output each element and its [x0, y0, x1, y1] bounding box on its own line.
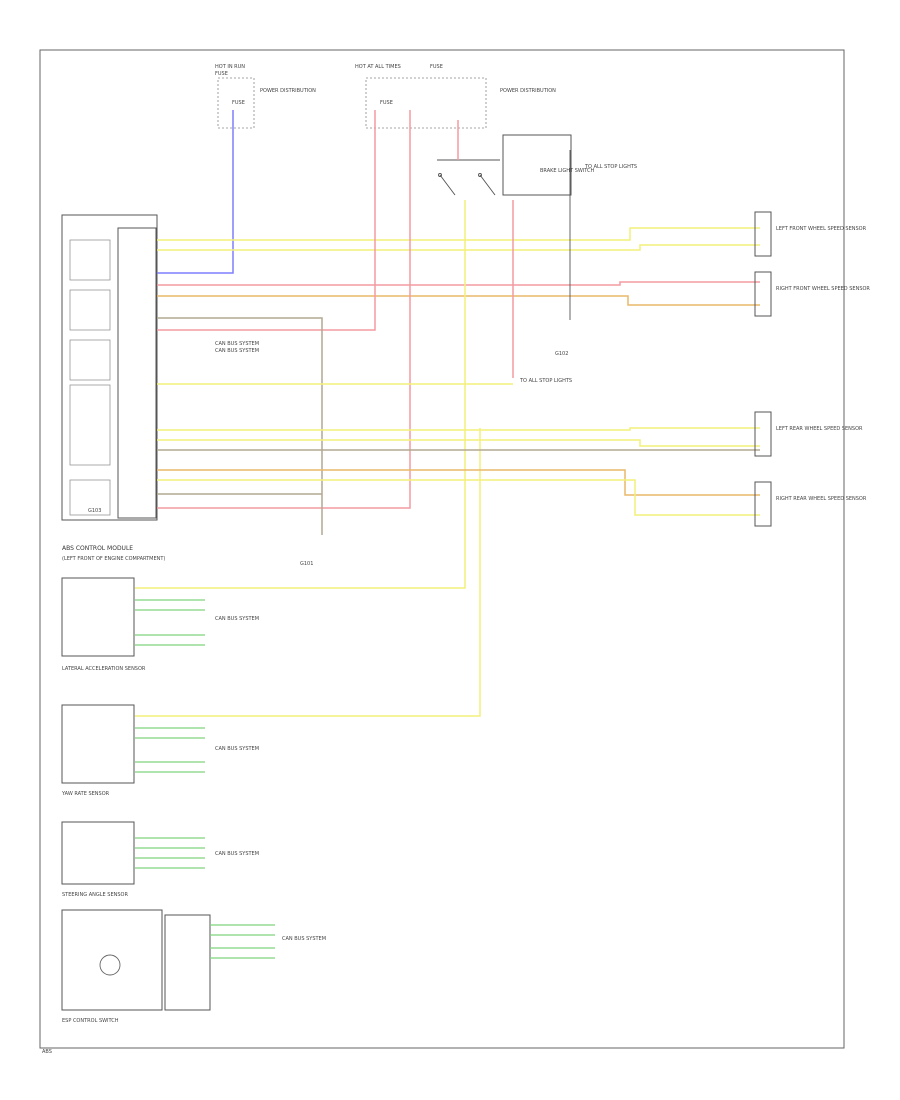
- svg-text:CAN BUS SYSTEM: CAN BUS SYSTEM: [215, 616, 259, 622]
- wire-yellow-lr: [157, 427, 760, 431]
- svg-text:STEERING ANGLE SENSOR: STEERING ANGLE SENSOR: [62, 892, 128, 898]
- svg-text:CAN BUS SYSTEM: CAN BUS SYSTEM: [215, 348, 259, 354]
- wire-orange-rr: [157, 469, 760, 496]
- svg-text:LEFT REAR WHEEL SPEED SENSOR: LEFT REAR WHEEL SPEED SENSOR: [776, 426, 863, 432]
- svg-text:CAN BUS SYSTEM: CAN BUS SYSTEM: [215, 851, 259, 857]
- svg-text:POWER DISTRIBUTION: POWER DISTRIBUTION: [260, 88, 316, 94]
- rf-sensor: RIGHT FRONT WHEEL SPEED SENSOR: [754, 271, 870, 317]
- svg-text:HOT IN RUN: HOT IN RUN: [215, 64, 245, 70]
- abs-module-outer: [61, 214, 158, 521]
- switch-contacts: [437, 159, 500, 196]
- wire-red-fuse-1: [157, 110, 376, 331]
- abs-module-inner: [117, 227, 157, 519]
- wire-red-fuse-2: [157, 110, 411, 509]
- lf-sensor: LEFT FRONT WHEEL SPEED SENSOR: [754, 211, 867, 257]
- svg-text:CAN BUS SYSTEM: CAN BUS SYSTEM: [215, 746, 259, 752]
- svg-text:FUSE: FUSE: [380, 100, 393, 106]
- page-code: ABS: [42, 1049, 52, 1055]
- svg-text:LEFT FRONT WHEEL SPEED SENSOR: LEFT FRONT WHEEL SPEED SENSOR: [776, 226, 867, 232]
- svg-text:CAN BUS SYSTEM: CAN BUS SYSTEM: [215, 341, 259, 347]
- svg-text:FUSE: FUSE: [430, 64, 443, 70]
- fuse-box-right: HOT AT ALL TIMES FUSE FUSE POWER DISTRIB…: [355, 64, 556, 129]
- wire-yellow-lf: [157, 227, 760, 241]
- wire-yellow-rr: [157, 479, 760, 516]
- wire-yellow-vert-1: [135, 200, 466, 589]
- svg-text:LATERAL ACCELERATION SENSOR: LATERAL ACCELERATION SENSOR: [62, 666, 146, 672]
- lateral-sensor-box: [61, 577, 135, 657]
- lr-sensor: LEFT REAR WHEEL SPEED SENSOR: [754, 411, 863, 457]
- wire-brown-ground: [157, 317, 323, 535]
- wire-red-rf: [157, 281, 760, 286]
- svg-text:TO ALL STOP LIGHTS: TO ALL STOP LIGHTS: [584, 164, 637, 170]
- svg-text:POWER DISTRIBUTION: POWER DISTRIBUTION: [500, 88, 556, 94]
- svg-text:TO ALL STOP LIGHTS: TO ALL STOP LIGHTS: [519, 378, 572, 384]
- esp-indicator-icon: [99, 954, 121, 976]
- svg-text:RIGHT REAR WHEEL SPEED SENSOR: RIGHT REAR WHEEL SPEED SENSOR: [776, 496, 867, 502]
- steering-sensor-box: [61, 821, 135, 885]
- svg-text:FUSE: FUSE: [215, 71, 228, 77]
- wire-blue: [157, 110, 234, 274]
- abs-internal-blocks: [69, 239, 111, 516]
- ground-symbols: G101 G102 G103: [88, 351, 568, 567]
- svg-text:BRAKE LIGHT SWITCH: BRAKE LIGHT SWITCH: [540, 168, 595, 174]
- svg-text:YAW RATE SENSOR: YAW RATE SENSOR: [61, 791, 110, 797]
- svg-text:ESP CONTROL SWITCH: ESP CONTROL SWITCH: [62, 1018, 119, 1024]
- wire-yellow-lr-2: [157, 439, 760, 447]
- yaw-pins: [135, 727, 205, 773]
- svg-text:ABS CONTROL MODULE: ABS CONTROL MODULE: [62, 545, 133, 552]
- lateral-pins: [135, 599, 205, 646]
- svg-text:HOT AT ALL TIMES: HOT AT ALL TIMES: [355, 64, 401, 70]
- svg-text:FUSE: FUSE: [232, 100, 245, 106]
- svg-text:(LEFT FRONT OF ENGINE COMPARTM: (LEFT FRONT OF ENGINE COMPARTMENT): [62, 556, 165, 562]
- diagram-frame: [39, 49, 845, 1049]
- brake-switch-box: [502, 134, 572, 196]
- wire-yellow-vert-2: [135, 428, 481, 717]
- fuse-box-left: HOT IN RUN FUSE FUSE POWER DISTRIBUTION: [215, 64, 316, 129]
- rr-sensor: RIGHT REAR WHEEL SPEED SENSOR: [754, 481, 867, 527]
- steering-pins: [135, 837, 205, 869]
- esp-switch-box: [61, 909, 163, 1011]
- svg-text:CAN BUS SYSTEM: CAN BUS SYSTEM: [282, 936, 326, 942]
- svg-text:G101: G101: [300, 561, 313, 567]
- svg-text:G103: G103: [88, 508, 101, 514]
- wire-orange-rf: [157, 295, 760, 306]
- wire-yellow-lf-2: [157, 244, 760, 251]
- esp-switch-connector: [164, 914, 211, 1011]
- esp-pins: [210, 924, 275, 959]
- yaw-sensor-box: [61, 704, 135, 784]
- svg-text:G102: G102: [555, 351, 568, 357]
- svg-text:RIGHT FRONT WHEEL SPEED SENSOR: RIGHT FRONT WHEEL SPEED SENSOR: [776, 286, 870, 292]
